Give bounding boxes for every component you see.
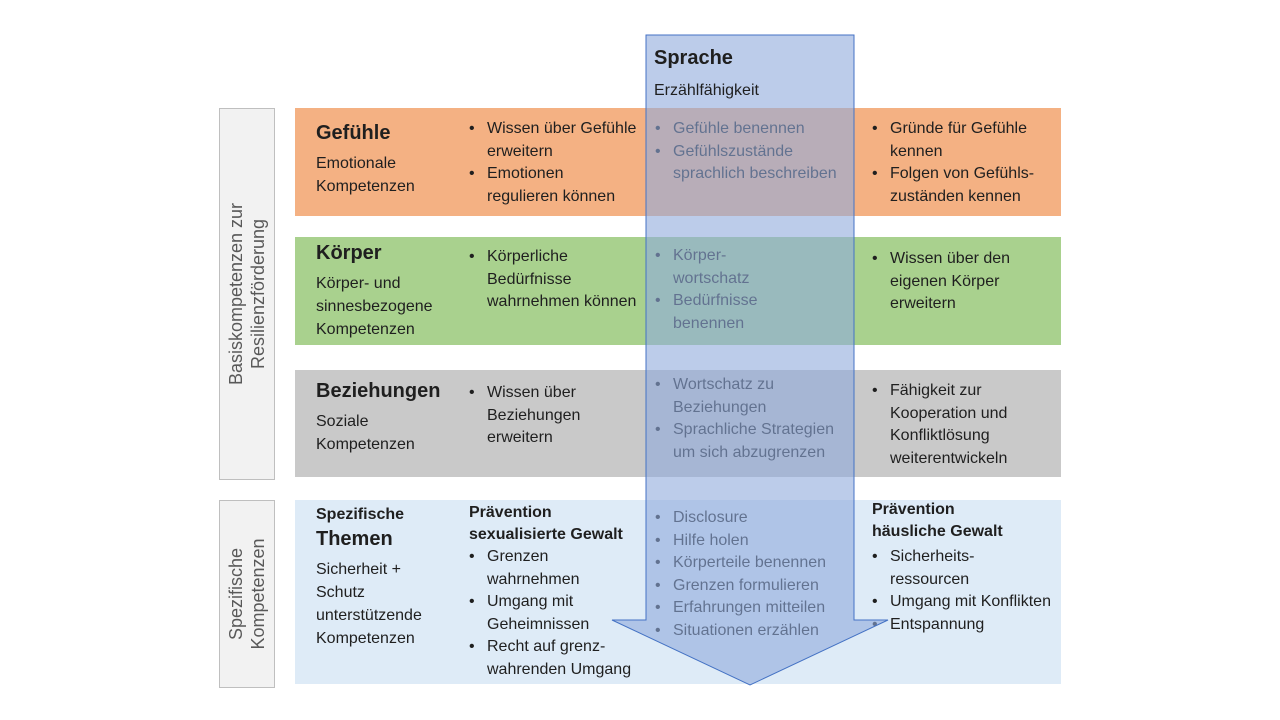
- list-item: Gründe für Gefühle kennen: [872, 118, 1052, 163]
- gefuehle-wissen-list: Wissen über Gefühle erweiternEmotionen r…: [469, 118, 639, 208]
- gefuehle-title: Gefühle: [316, 122, 391, 144]
- spezifisch-header: Spezifische Themen Sicherheit + Schutz u…: [316, 504, 466, 650]
- spezifisch-small-title: Spezifische: [316, 506, 405, 523]
- koerper-weiter-list: Wissen über den eigenen Körper erweitern: [872, 248, 1037, 316]
- koerper-header: Körper Körper- und sinnesbezogene Kompet…: [316, 240, 451, 341]
- gefuehle-subtitle: Emotionale Kompetenzen: [316, 155, 415, 195]
- list-item: Körperliche Bedürfnisse wahrnehmen könne…: [469, 246, 639, 314]
- list-item: Recht auf grenz-wahrenden Umgang: [469, 636, 639, 681]
- list-item: Wissen über Gefühle erweitern: [469, 118, 639, 163]
- beziehungen-title: Beziehungen: [316, 380, 441, 402]
- beziehungen-weiter-list: Fähigkeit zur Kooperation und Konfliktlö…: [872, 380, 1042, 470]
- praevention-sexualisiert-title: Prävention sexualisierte Gewalt: [469, 504, 623, 543]
- list-item: Wissen über Beziehungen erweitern: [469, 382, 619, 450]
- praevention-sexualisiert: Prävention sexualisierte Gewalt Grenzen …: [469, 502, 639, 681]
- koerper-wissen-list: Körperliche Bedürfnisse wahrnehmen könne…: [469, 246, 639, 314]
- beziehungen-header: Beziehungen Soziale Kompetenzen: [316, 378, 466, 456]
- list-item: Fähigkeit zur Kooperation und Konfliktlö…: [872, 380, 1042, 470]
- list-item: Umgang mit Geheimnissen: [469, 591, 639, 636]
- koerper-title: Körper: [316, 242, 382, 264]
- list-item: Sicherheits-ressourcen: [872, 546, 1052, 591]
- gefuehle-header: Gefühle Emotionale Kompetenzen: [316, 120, 466, 198]
- beziehungen-subtitle: Soziale Kompetenzen: [316, 413, 415, 453]
- gefuehle-weiter-list: Gründe für Gefühle kennenFolgen von Gefü…: [872, 118, 1052, 208]
- sprache-title: Sprache: [654, 47, 733, 69]
- list-item: Emotionen regulieren können: [469, 163, 639, 208]
- list-item: Umgang mit Konflikten: [872, 591, 1052, 614]
- praevention-haeuslich-title: Prävention häusliche Gewalt: [872, 501, 1003, 540]
- spezifisch-subtitle: Sicherheit + Schutz unterstützende Kompe…: [316, 561, 422, 647]
- beziehungen-wissen-list: Wissen über Beziehungen erweitern: [469, 382, 619, 450]
- list-item: Grenzen wahrnehmen: [469, 546, 639, 591]
- list-item: Folgen von Gefühls-zuständen kennen: [872, 163, 1052, 208]
- spezifisch-title: Themen: [316, 528, 393, 550]
- koerper-subtitle: Körper- und sinnesbezogene Kompetenzen: [316, 275, 433, 338]
- sprache-subtitle: Erzählfähigkeit: [654, 82, 759, 99]
- sprache-arrow-shape: [611, 34, 889, 686]
- list-item: Wissen über den eigenen Körper erweitern: [872, 248, 1037, 316]
- praevention-sexualisiert-list: Grenzen wahrnehmenUmgang mit Geheimnisse…: [469, 546, 639, 681]
